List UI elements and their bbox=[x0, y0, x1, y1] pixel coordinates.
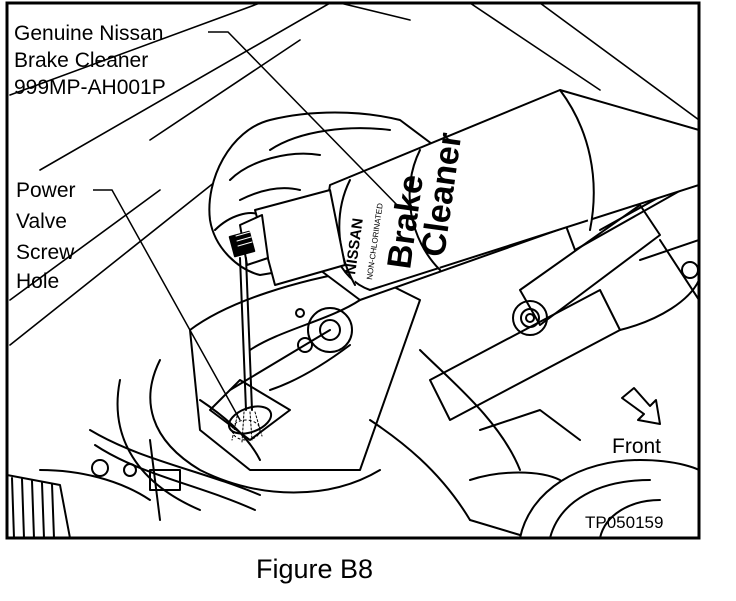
figure-border bbox=[5, 1, 701, 540]
cleaner-label-line2: Brake Cleaner bbox=[14, 49, 148, 72]
cleaner-label-line1: Genuine Nissan bbox=[14, 22, 163, 45]
figure-caption: Figure B8 bbox=[256, 554, 373, 584]
cleaner-leader bbox=[208, 31, 401, 209]
strut-brace bbox=[429, 139, 699, 421]
leader-lines bbox=[93, 31, 401, 421]
front-label: Front bbox=[612, 435, 661, 458]
power-valve-label-line3: Screw bbox=[16, 241, 75, 264]
spray-can bbox=[299, 89, 699, 301]
extension-straw bbox=[239, 257, 253, 411]
intake-pipe bbox=[116, 349, 521, 536]
throttle-body bbox=[189, 269, 421, 471]
air-cleaner-cover bbox=[469, 409, 699, 538]
bolt bbox=[512, 300, 548, 336]
engine-bay-drawing bbox=[7, 3, 699, 538]
nozzle bbox=[228, 189, 346, 286]
wire-harness bbox=[39, 429, 261, 521]
figure-code: TP050159 bbox=[585, 513, 663, 532]
callout-labels: Genuine Nissan Brake Cleaner 999MP-AH001… bbox=[14, 22, 661, 458]
cleaner-label-line3: 999MP-AH001P bbox=[14, 76, 166, 99]
corrugated-hose bbox=[7, 474, 71, 538]
power-valve-label-line4: Hole bbox=[16, 270, 59, 293]
power-valve-label-line1: Power bbox=[16, 179, 76, 202]
spray-mist bbox=[231, 411, 263, 443]
hood-lines bbox=[9, 3, 699, 346]
power-valve-leader bbox=[93, 189, 241, 421]
front-arrow-icon bbox=[621, 387, 661, 425]
power-valve-label-line2: Valve bbox=[16, 210, 67, 233]
